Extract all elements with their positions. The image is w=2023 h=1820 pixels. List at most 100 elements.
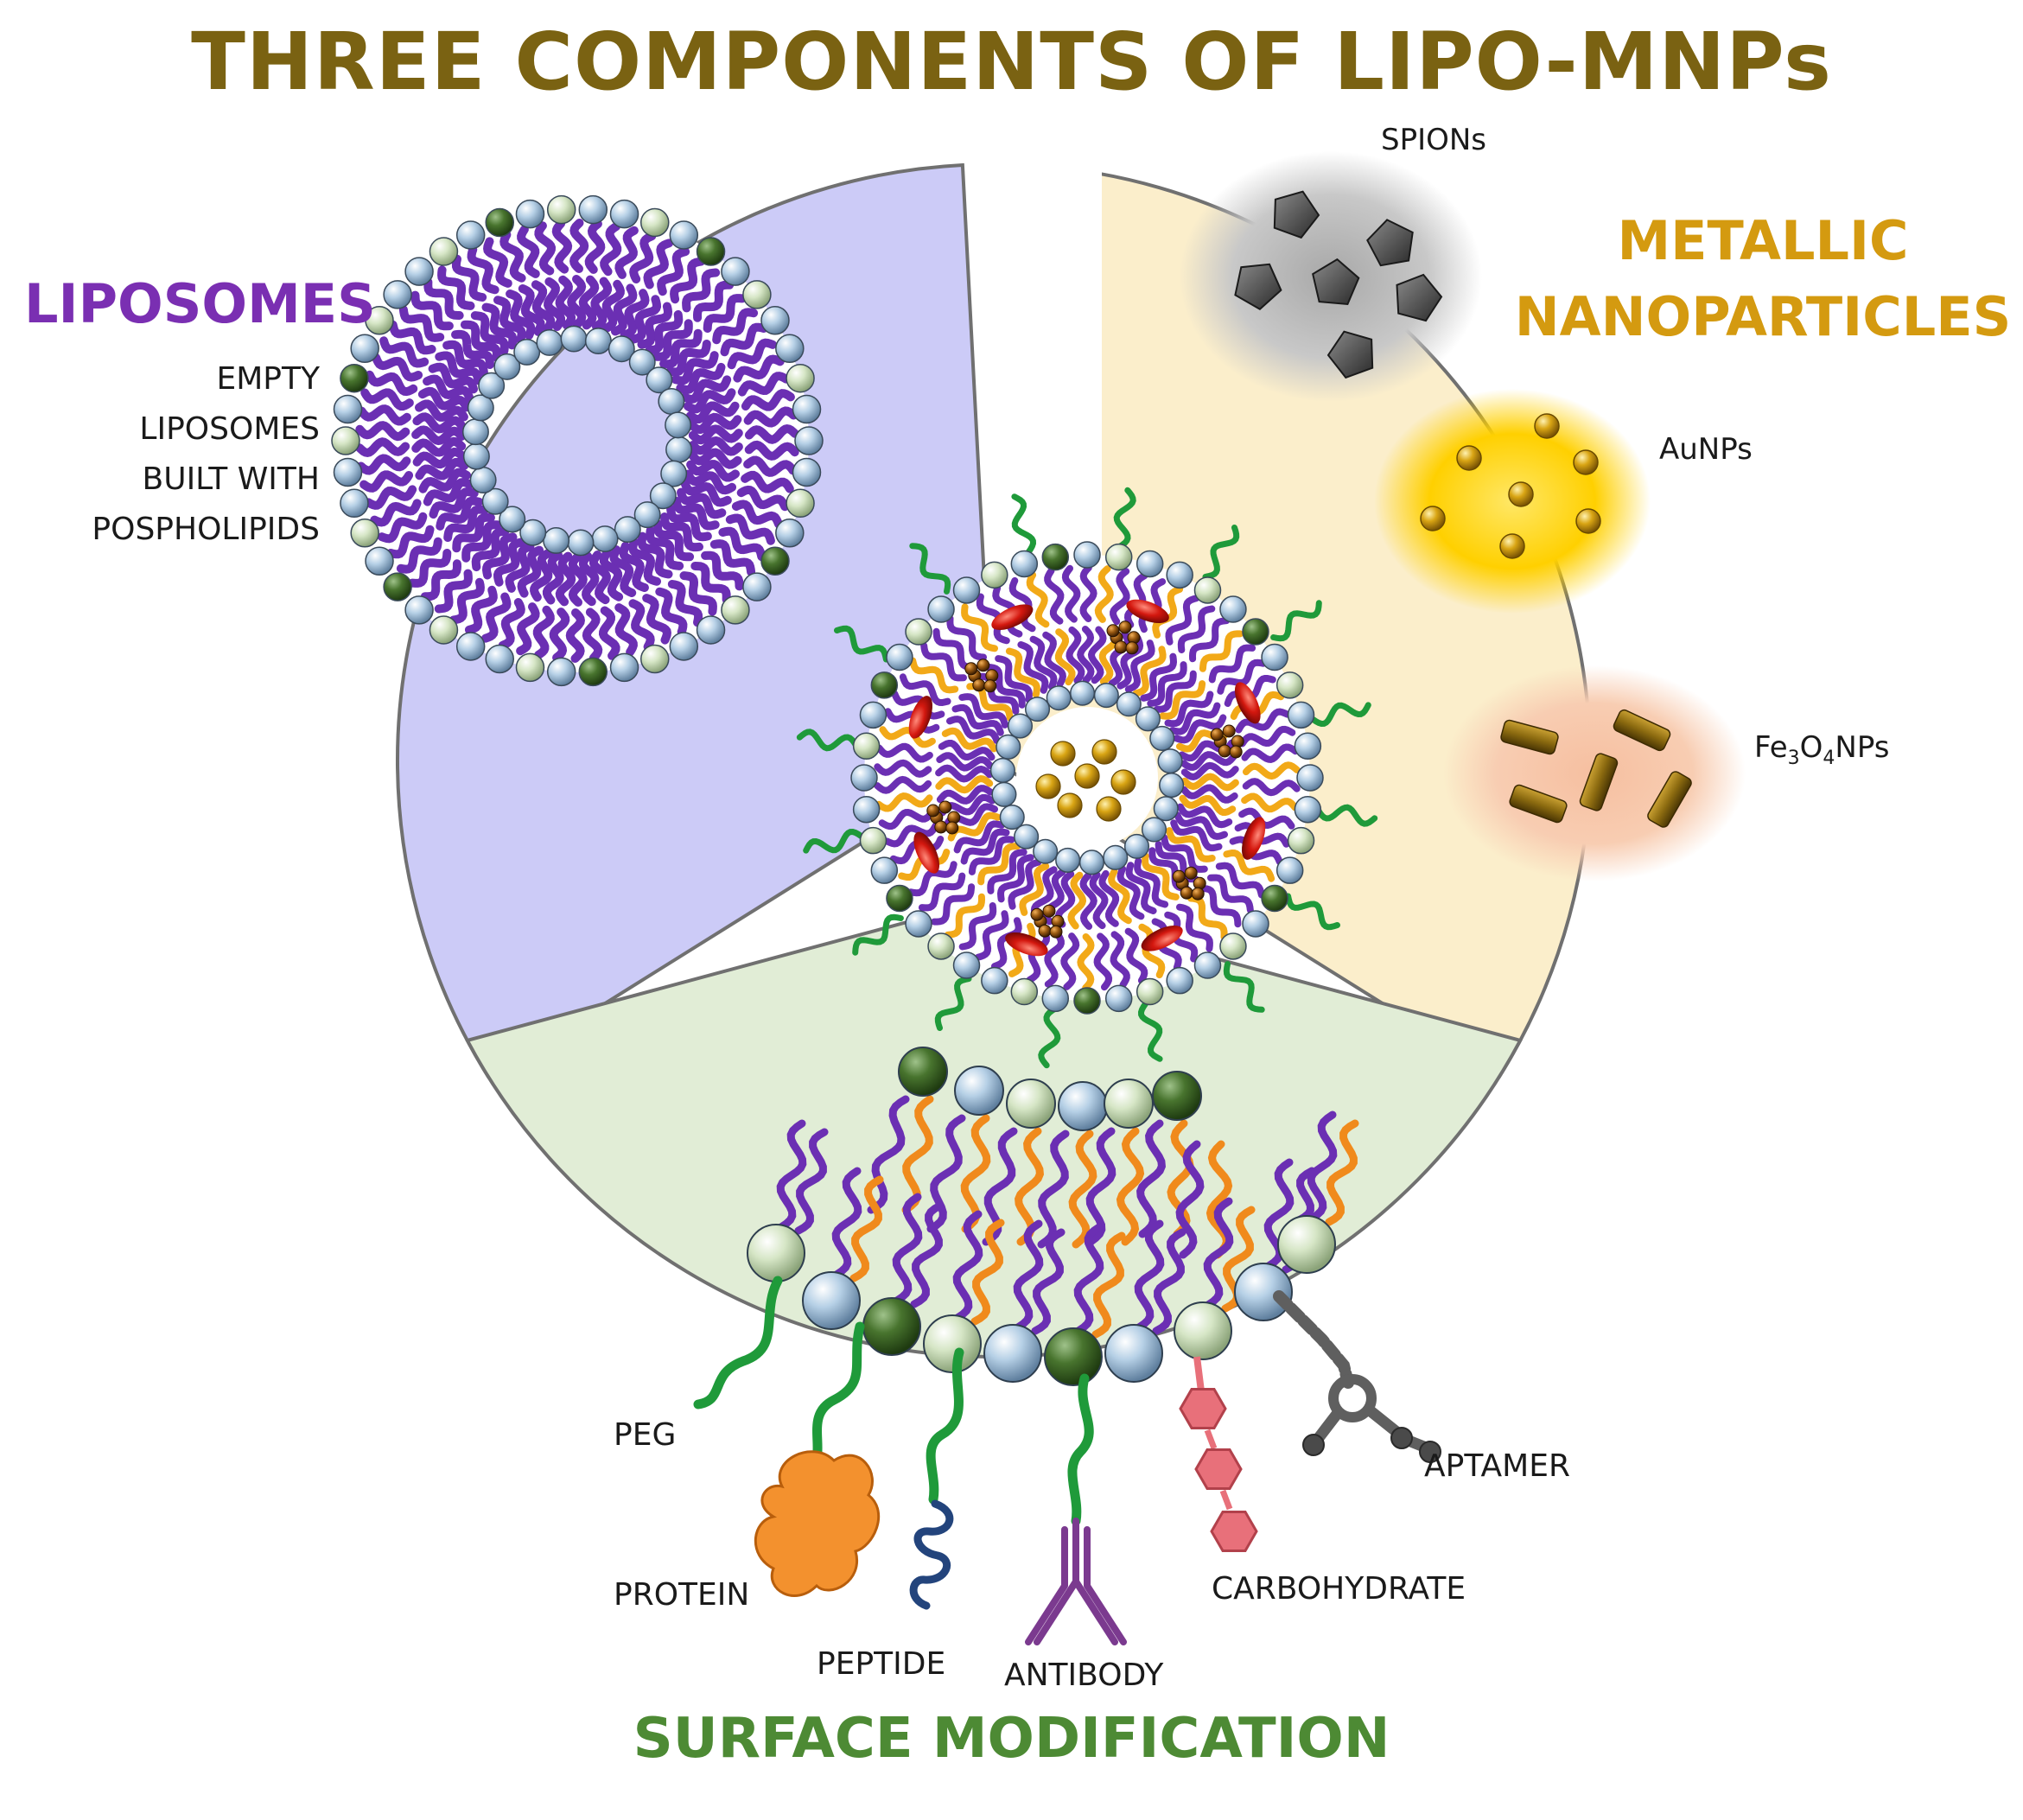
- lipid-tail: [364, 485, 417, 510]
- hydrophobic-drug: [908, 696, 932, 739]
- phospholipid-head: [1242, 910, 1269, 938]
- lipid-tail: [690, 562, 731, 604]
- embedded-spion: [1222, 724, 1236, 738]
- phospholipid-head: [775, 519, 805, 548]
- lipid-tail: [687, 412, 742, 435]
- phospholipid-head: [1261, 884, 1288, 913]
- lipid-tail: [377, 512, 428, 544]
- lipid-tail: [1093, 932, 1113, 991]
- lipid-tail: [995, 655, 1033, 703]
- peg-chain: [909, 543, 951, 595]
- lipid-tail: [1044, 930, 1065, 988]
- phospholipid-head: [383, 572, 412, 601]
- phospholipid-head: [1010, 977, 1039, 1006]
- phospholipid-head: [905, 618, 932, 646]
- lipid-tail: [709, 539, 756, 576]
- lipid-tail: [408, 549, 452, 588]
- phospholipid-head: [786, 488, 815, 519]
- lipid-tail: [578, 275, 600, 330]
- phospholipid-head: [1044, 1327, 1103, 1386]
- peg-chain: [1285, 893, 1340, 931]
- lipid-tail: [480, 592, 512, 643]
- phospholipid-head: [639, 644, 670, 674]
- phospholipid-head: [1219, 595, 1247, 623]
- phospholipid-head: [1010, 550, 1039, 578]
- lipid-tail: [718, 526, 767, 562]
- spion-particle: [1366, 219, 1414, 267]
- lipid-tail: [493, 296, 526, 345]
- phospholipid-head: [859, 826, 887, 855]
- phospholipid-head: [742, 280, 772, 309]
- metallic-heading: METALLIC NANOPARTICLES: [1504, 203, 2022, 355]
- lipid-tail: [505, 542, 535, 593]
- lipid-tail: [418, 468, 472, 493]
- lipid-tail: [410, 290, 454, 331]
- lipid-tail: [451, 254, 487, 302]
- metallic-heading-line: METALLIC: [1617, 209, 1909, 272]
- lipid-tail: [958, 693, 1008, 729]
- metallic-heading-line: NANOPARTICLES: [1514, 285, 2012, 348]
- phospholipid-head: [333, 457, 363, 487]
- phospholipid-head: [467, 394, 494, 422]
- lipid-tail: [741, 470, 794, 493]
- lipid-tail: [776, 1119, 807, 1231]
- lipid-tail: [960, 828, 1010, 865]
- lipid-tail: [1091, 1231, 1126, 1339]
- lipid-tail: [1031, 1228, 1066, 1335]
- phospholipid-head: [1219, 932, 1247, 960]
- phospholipid-head: [578, 194, 608, 225]
- lipid-tail: [977, 843, 1021, 886]
- lipid-tail: [471, 526, 510, 572]
- phospholipid-head: [721, 257, 750, 286]
- phospholipid-head: [898, 1047, 948, 1097]
- lipid-tail: [600, 222, 622, 277]
- phospholipid-head: [591, 525, 619, 553]
- phospholipid-head: [1287, 701, 1315, 729]
- spion-particle: [1234, 263, 1282, 311]
- phospholipid-head: [927, 595, 955, 623]
- lipid-tail: [620, 289, 650, 340]
- phospholipid-head: [365, 546, 394, 576]
- peg-chain: [1223, 961, 1265, 1013]
- phospholipid-head: [478, 372, 506, 399]
- lipid-tail: [946, 614, 987, 661]
- lipid-tail: [1116, 634, 1144, 690]
- phospholipid-head: [1166, 966, 1193, 995]
- lipid-tail: [1217, 659, 1267, 695]
- lipid-tail: [701, 550, 744, 591]
- lipid-tail: [428, 362, 478, 394]
- encapsulated-aunp: [1057, 792, 1083, 818]
- lipid-tail: [1175, 1140, 1205, 1259]
- phospholipid-head: [485, 644, 515, 674]
- lipid-tail: [436, 496, 484, 531]
- lipid-tail: [879, 726, 936, 748]
- lipid-tail: [1008, 576, 1036, 633]
- phospholipid-head: [469, 467, 497, 493]
- lipid-tail: [434, 569, 473, 614]
- embedded-spion: [977, 659, 990, 672]
- aptamer-label: APTAMER: [1424, 1448, 1570, 1484]
- lipid-tail: [1087, 626, 1107, 684]
- phospholipid-head: [794, 426, 824, 455]
- lipid-tail: [396, 537, 442, 574]
- encapsulated-aunp: [1091, 739, 1117, 765]
- lipid-tail: [646, 525, 684, 570]
- lipid-tail: [1165, 595, 1200, 646]
- surface-membrane: [747, 1047, 1359, 1386]
- lipid-tail: [1180, 773, 1239, 792]
- lipid-tail: [442, 340, 488, 377]
- lipid-tail: [1068, 1130, 1097, 1249]
- lipid-tail: [1177, 605, 1216, 653]
- lipid-tail: [357, 404, 411, 426]
- phospholipid-head: [649, 482, 677, 510]
- lipid-tail: [1241, 743, 1299, 763]
- carbohydrate-linker: [1193, 1356, 1205, 1392]
- lipid-tail: [1203, 1197, 1234, 1309]
- lipid-tail: [1066, 626, 1085, 684]
- lipid-tail: [1089, 871, 1109, 930]
- phospholipid-head: [1136, 977, 1164, 1006]
- lipid-tail: [680, 375, 732, 404]
- lipid-tail: [1079, 564, 1097, 622]
- hydrophobic-drug: [1005, 932, 1048, 957]
- liposomes-description: EMPTY LIPOSOMES BUILT WITH POSPHOLIPIDS: [26, 354, 320, 555]
